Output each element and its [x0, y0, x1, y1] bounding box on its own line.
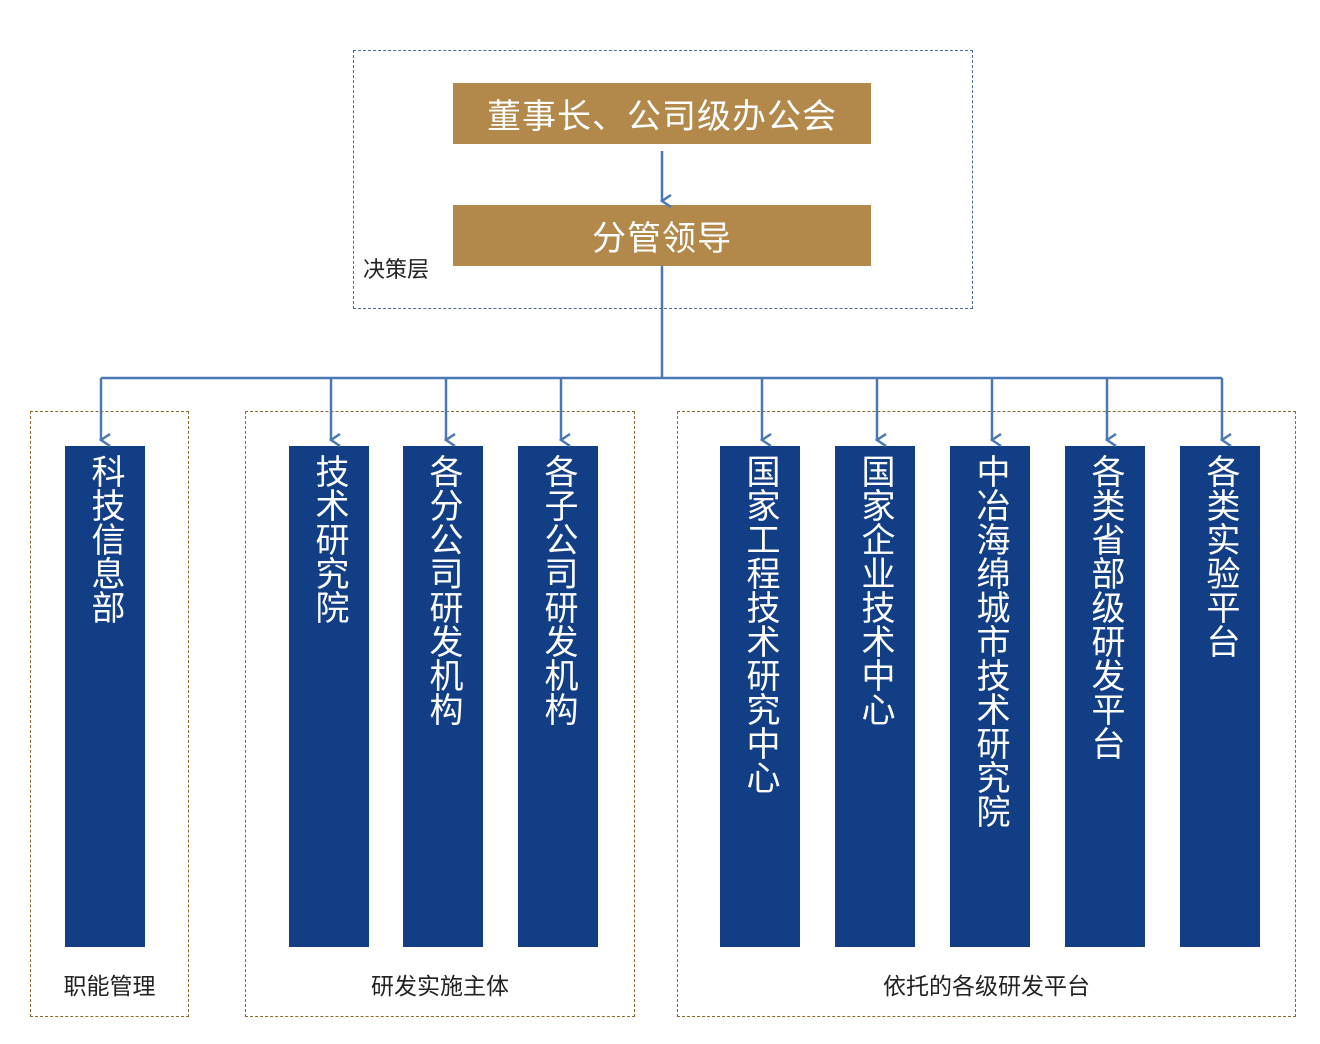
unit-label: 技术研究院 — [309, 454, 349, 624]
decision-layer-label: 决策层 — [363, 258, 430, 283]
unit-column: 各类实验平台 — [1180, 446, 1260, 947]
unit-column: 各类省部级研发平台 — [1065, 446, 1145, 947]
unit-label: 各类省部级研发平台 — [1085, 454, 1125, 760]
group-frame-functional — [30, 411, 189, 1017]
unit-label: 中冶海绵城市技术研究院 — [970, 454, 1010, 828]
unit-label: 国家工程技术研究中心 — [740, 454, 780, 794]
unit-column: 各分公司研发机构 — [403, 446, 483, 947]
group-frame-rd-entities — [245, 411, 635, 1017]
unit-column: 国家工程技术研究中心 — [720, 446, 800, 947]
unit-column: 各子公司研发机构 — [518, 446, 598, 947]
group-label-platforms: 依托的各级研发平台 — [883, 974, 1090, 1000]
group-label-rd-entities: 研发实施主体 — [371, 974, 509, 1000]
group-label-functional: 职能管理 — [63, 974, 156, 1000]
unit-label: 国家企业技术中心 — [855, 454, 895, 726]
unit-column: 科技信息部 — [65, 446, 145, 947]
unit-label: 各分公司研发机构 — [423, 454, 463, 726]
supervising-leader-box: 分管领导 — [453, 205, 871, 266]
unit-label: 各类实验平台 — [1200, 454, 1240, 658]
unit-column: 国家企业技术中心 — [835, 446, 915, 947]
unit-label: 科技信息部 — [85, 454, 125, 624]
unit-column: 中冶海绵城市技术研究院 — [950, 446, 1030, 947]
unit-column: 技术研究院 — [289, 446, 369, 947]
chairman-office-box: 董事长、公司级办公会 — [453, 83, 871, 144]
unit-label: 各子公司研发机构 — [538, 454, 578, 726]
group-frame-platforms — [677, 411, 1296, 1017]
